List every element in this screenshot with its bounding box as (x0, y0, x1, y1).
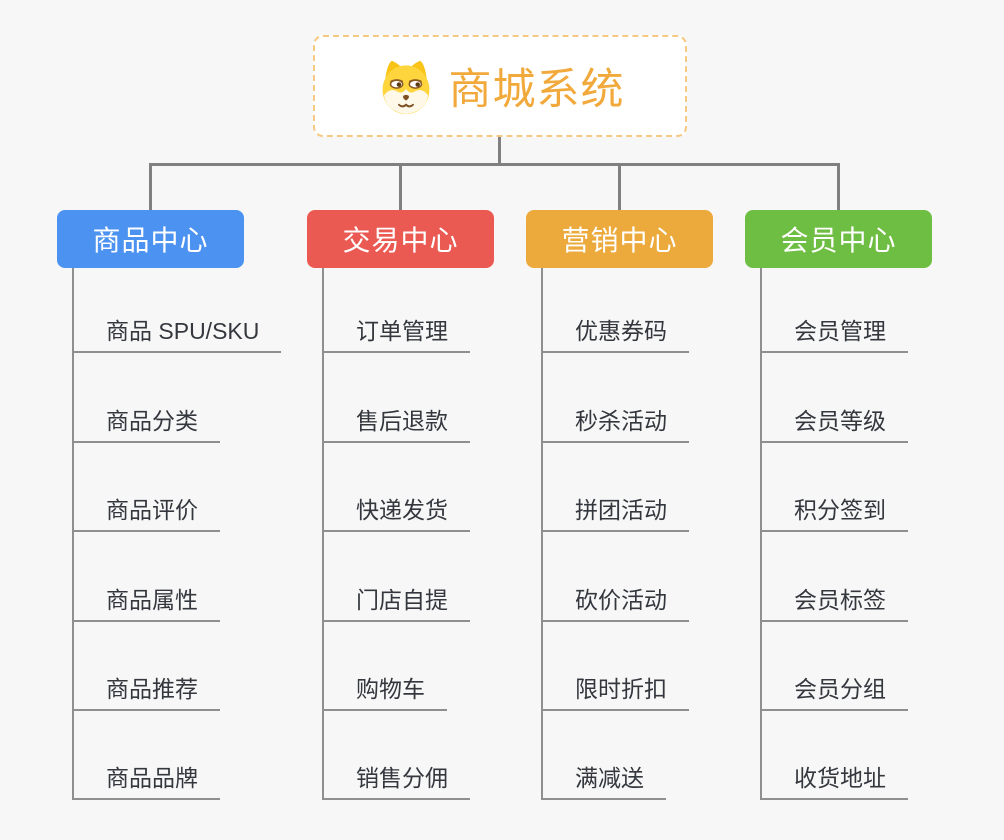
branch-label: 交易中心 (342, 225, 459, 256)
root-node[interactable]: 商城系统 (313, 35, 687, 137)
branch-label: 商品中心 (92, 225, 209, 256)
connector-drop-2 (618, 163, 621, 210)
branch-spine-1 (322, 268, 324, 800)
leaf-node[interactable]: 门店自提 (322, 582, 470, 622)
connector-drop-0 (149, 163, 152, 210)
branch-label: 会员中心 (780, 225, 897, 256)
leaf-node[interactable]: 商品推荐 (72, 671, 220, 711)
connector-drop-1 (399, 163, 402, 210)
leaf-node[interactable]: 商品属性 (72, 582, 220, 622)
leaf-node[interactable]: 购物车 (322, 671, 447, 711)
leaf-node[interactable]: 限时折扣 (541, 671, 689, 711)
branch-node-3[interactable]: 会员中心 (745, 210, 932, 268)
leaf-node[interactable]: 商品分类 (72, 403, 220, 443)
branch-label: 营销中心 (561, 225, 678, 256)
root-title: 商城系统 (448, 66, 625, 114)
dog-face-icon (382, 60, 429, 115)
branch-spine-2 (541, 268, 543, 800)
leaf-node[interactable]: 会员等级 (760, 403, 908, 443)
branch-node-1[interactable]: 交易中心 (307, 210, 494, 268)
branch-node-2[interactable]: 营销中心 (526, 210, 713, 268)
branch-node-0[interactable]: 商品中心 (57, 210, 244, 268)
leaf-node[interactable]: 商品品牌 (72, 760, 220, 800)
leaf-node[interactable]: 会员分组 (760, 671, 908, 711)
leaf-node[interactable]: 订单管理 (322, 313, 470, 353)
leaf-node[interactable]: 商品评价 (72, 492, 220, 532)
connector-drop-3 (837, 163, 840, 210)
leaf-node[interactable]: 砍价活动 (541, 582, 689, 622)
connector-bus (149, 163, 840, 166)
leaf-node[interactable]: 满减送 (541, 760, 666, 800)
leaf-node[interactable]: 销售分佣 (322, 760, 470, 800)
leaf-node[interactable]: 秒杀活动 (541, 403, 689, 443)
leaf-node[interactable]: 会员管理 (760, 313, 908, 353)
leaf-node[interactable]: 优惠券码 (541, 313, 689, 353)
leaf-node[interactable]: 会员标签 (760, 582, 908, 622)
branch-spine-0 (72, 268, 74, 800)
leaf-node[interactable]: 积分签到 (760, 492, 908, 532)
leaf-node[interactable]: 收货地址 (760, 760, 908, 800)
leaf-node[interactable]: 商品 SPU/SKU (72, 313, 282, 353)
leaf-node[interactable]: 拼团活动 (541, 492, 689, 532)
branch-spine-3 (760, 268, 762, 800)
leaf-node[interactable]: 快递发货 (322, 492, 470, 532)
root-connector-stub (498, 137, 501, 166)
leaf-node[interactable]: 售后退款 (322, 403, 470, 443)
